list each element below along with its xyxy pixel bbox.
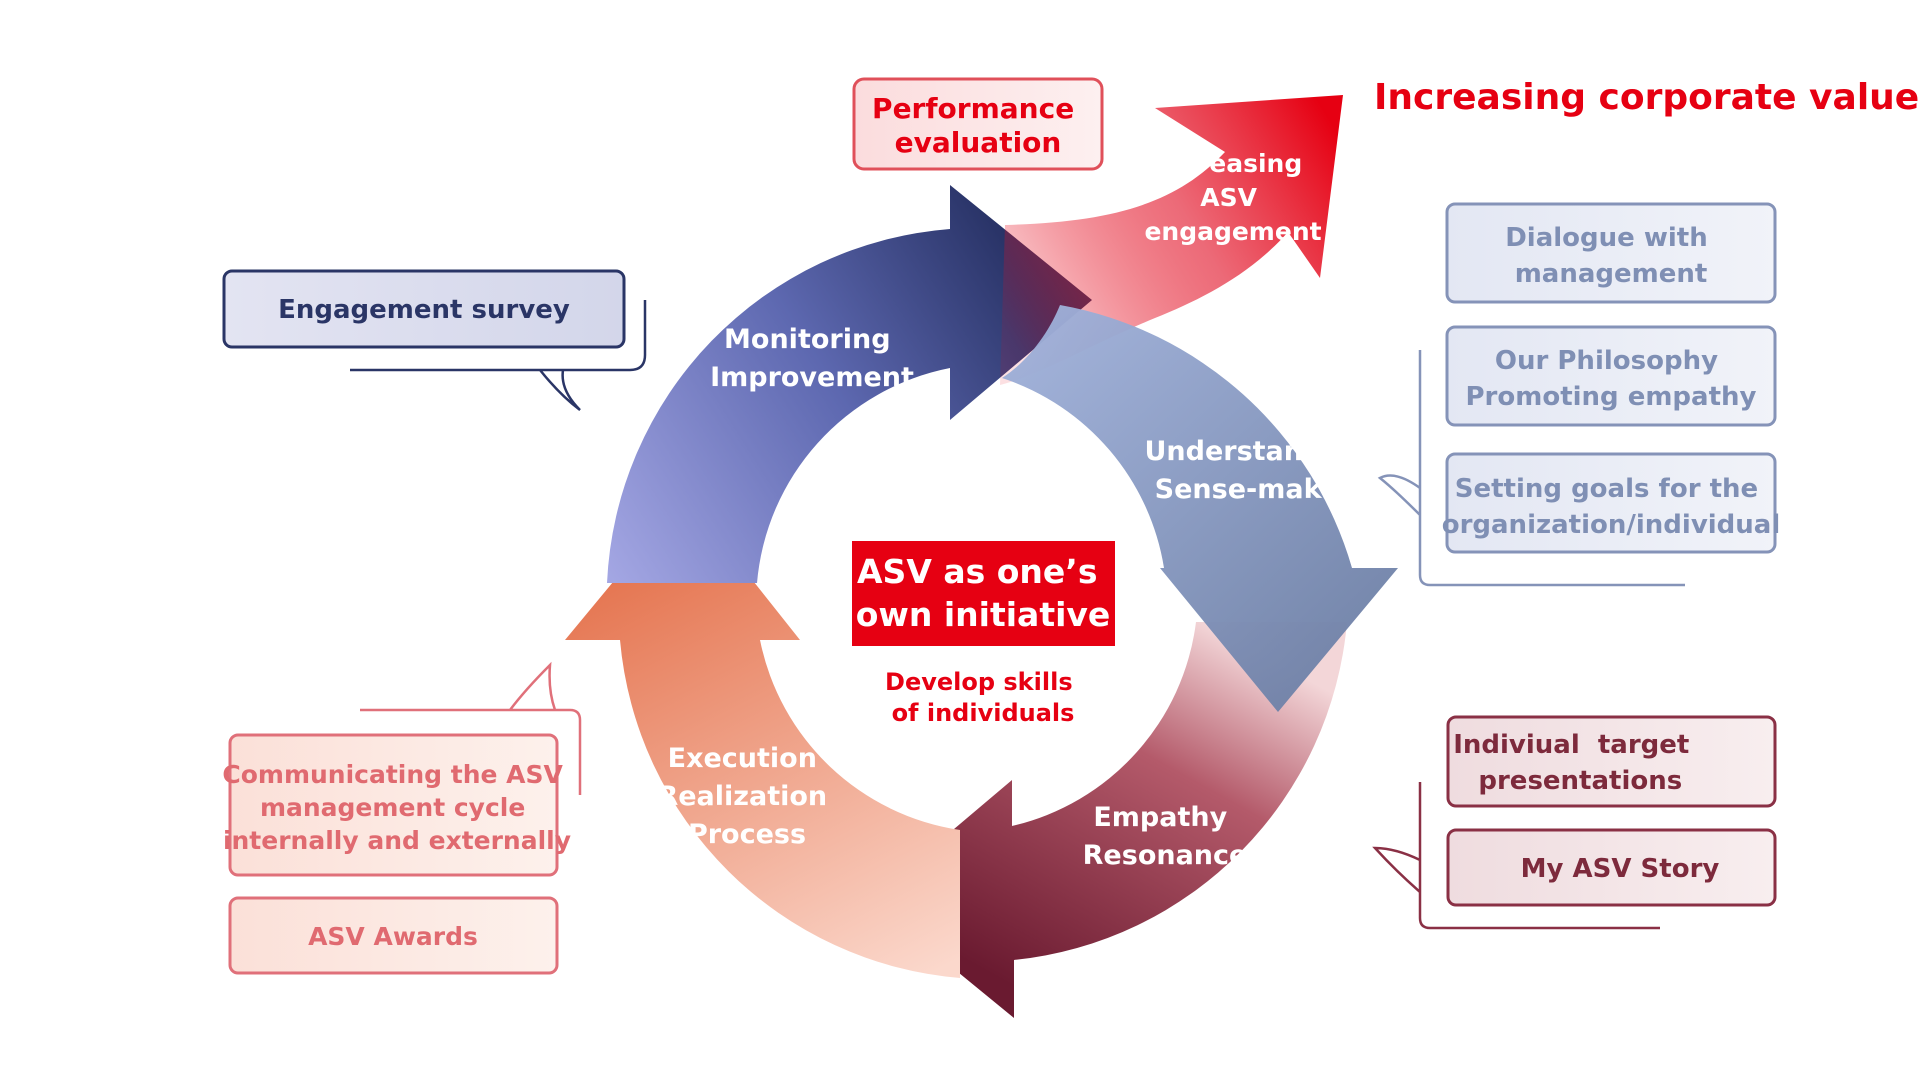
svg-text:Indiviual target pres: Indiviual target presentations <box>1453 730 1771 796</box>
cycle-ring <box>565 95 1398 1018</box>
center-subtitle: Develop skills of individuals <box>885 668 1081 727</box>
left-salmon-group: Communicating the ASV management cycle i… <box>222 661 582 975</box>
box-our-philosophy: Our Philosophy Promoting empathy <box>1445 325 1777 427</box>
svg-text:Engagement survey: Engagement survey <box>278 295 570 325</box>
right-blue-group: Dialogue with management Our Philosophy … <box>1377 202 1781 587</box>
cycle-label-understanding: Understanding Sense-making <box>1144 436 1379 505</box>
box-my-asv-story: My ASV Story <box>1446 828 1777 907</box>
svg-text:Our Philosophy Promoti: Our Philosophy Promoting empathy <box>1466 346 1757 412</box>
bracket-blue <box>1377 350 1685 587</box>
center-title-box <box>852 541 1115 646</box>
cycle-arrow-execution <box>565 495 960 978</box>
center-title: ASV as one’s own initiative <box>856 552 1111 634</box>
bracket-salmon <box>360 661 582 795</box>
growth-arrow-label: Increasing ASV engagement <box>1144 149 1321 246</box>
right-maroon-group: Indiviual target presentations My ASV St… <box>1372 715 1777 930</box>
svg-text:My ASV Story: My ASV Story <box>1521 854 1720 884</box>
box-dialogue-with-management: Dialogue with management <box>1445 202 1777 304</box>
callout-tail <box>350 300 647 411</box>
box-asv-awards: ASV Awards <box>228 896 559 975</box>
bracket-maroon <box>1372 782 1660 930</box>
box-engagement-survey: Engagement survey <box>222 269 647 411</box>
svg-text:Performance evaluation: Performance evaluation <box>872 92 1084 159</box>
svg-text:ASV Awards: ASV Awards <box>308 922 478 951</box>
headline: Increasing corporate value <box>1374 77 1919 118</box>
cycle-label-monitoring: Monitoring Improvement <box>710 324 914 393</box>
box-individual-target: Indiviual target presentations <box>1446 715 1777 808</box>
box-performance-evaluation: Performance evaluation <box>852 77 1104 171</box>
center-block: ASV as one’s own initiative Develop skil… <box>852 541 1115 727</box>
cycle-arrow-monitoring <box>607 185 1092 583</box>
cycle-label-empathy: Empathy Resonance <box>1083 802 1248 871</box>
svg-text:Dialogue with manageme: Dialogue with management <box>1505 223 1717 289</box>
box-setting-goals: Setting goals for the organization/indiv… <box>1442 452 1781 554</box>
svg-text:Setting goals for the: Setting goals for the organization/indiv… <box>1442 474 1781 540</box>
cycle-arrow-empathy <box>870 622 1347 1018</box>
svg-text:Communicating the ASV: Communicating the ASV management cycle i… <box>222 760 571 855</box>
cycle-arrow-understanding <box>1002 305 1398 712</box>
cycle-label-execution: Execution Realization Process <box>657 743 836 850</box>
box-communicating-asv: Communicating the ASV management cycle i… <box>222 733 571 877</box>
